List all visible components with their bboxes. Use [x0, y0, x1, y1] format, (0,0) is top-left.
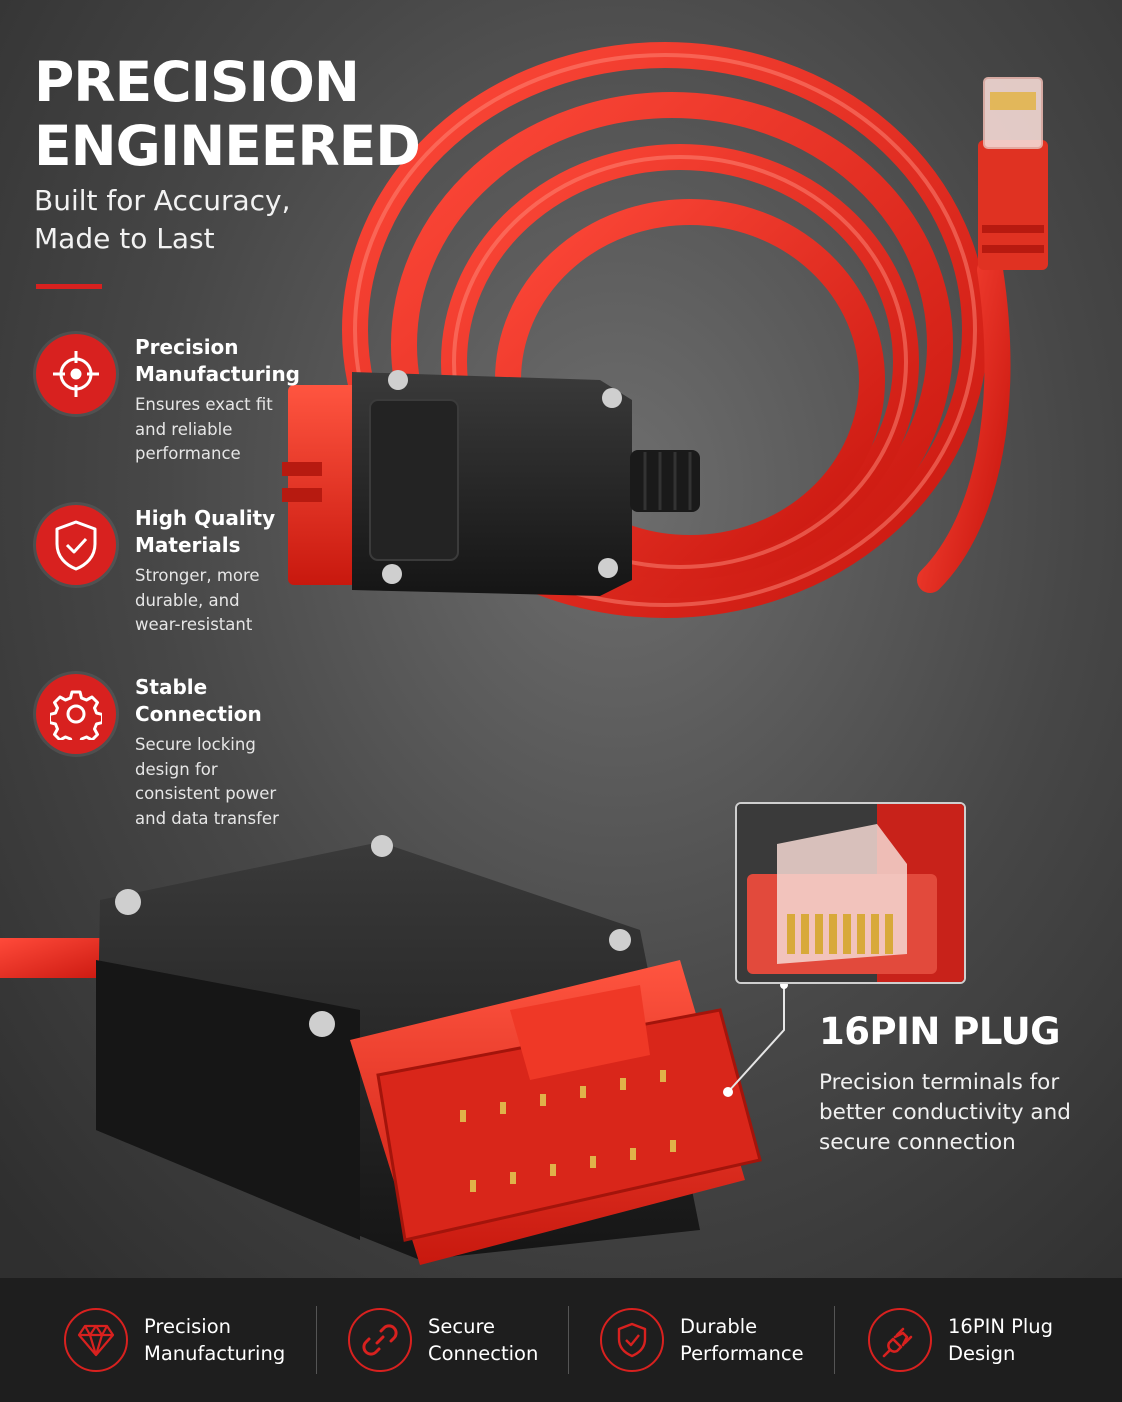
feature-desc: Secure locking design for consistent pow… — [135, 735, 279, 828]
feature-title: Precision Manufacturing — [135, 335, 300, 386]
feature-item-materials: High Quality Materials Stronger, more du… — [36, 505, 366, 638]
feature-desc: Ensures exact fit and reliable performan… — [135, 395, 273, 463]
bottom-feature-bar: Precision Manufacturing Secure Connectio… — [0, 1278, 1122, 1402]
feature-item-connection: Stable Connection Secure locking design … — [36, 674, 366, 831]
feature-title: High Quality Materials — [135, 506, 276, 557]
feature-item-precision: Precision Manufacturing Ensures exact fi… — [36, 334, 366, 467]
accent-divider — [36, 284, 102, 289]
rj45-detail-inset — [735, 802, 966, 984]
bottom-item-label: Durable Performance — [680, 1315, 804, 1365]
plug-icon — [868, 1308, 932, 1372]
target-icon — [36, 334, 116, 414]
bottom-separator — [316, 1306, 317, 1374]
headline-block: PRECISION ENGINEERED Built for Accuracy,… — [34, 50, 421, 258]
link-icon — [348, 1308, 412, 1372]
feature-desc: Stronger, more durable, and wear-resista… — [135, 566, 260, 634]
plug-callout: 16PIN PLUG Precision terminals for bette… — [819, 1010, 1109, 1158]
bottom-item-label: 16PIN Plug Design — [948, 1315, 1054, 1365]
bottom-item-durable: Durable Performance — [600, 1278, 804, 1402]
obd-connector-small — [282, 370, 700, 596]
bottom-item-label: Secure Connection — [428, 1315, 539, 1365]
bottom-item-label: Precision Manufacturing — [144, 1315, 286, 1365]
bottom-separator — [568, 1306, 569, 1374]
obd-connector-large — [0, 835, 762, 1265]
bottom-item-precision: Precision Manufacturing — [64, 1278, 285, 1402]
bottom-item-connection: Secure Connection — [348, 1278, 538, 1402]
rj45-connector — [978, 77, 1048, 270]
bottom-separator — [834, 1306, 835, 1374]
gear-icon — [36, 674, 116, 754]
diamond-icon — [64, 1308, 128, 1372]
bottom-item-plug: 16PIN Plug Design — [868, 1278, 1053, 1402]
page-subtitle: Built for Accuracy, Made to Last — [34, 184, 291, 255]
shield-check-icon — [600, 1308, 664, 1372]
callout-desc: Precision terminals for better conductiv… — [819, 1070, 1071, 1155]
page-title: PRECISION ENGINEERED — [34, 50, 421, 178]
callout-title: 16PIN PLUG — [819, 1010, 1061, 1053]
shield-check-icon — [36, 505, 116, 585]
feature-title: Stable Connection — [135, 675, 262, 726]
